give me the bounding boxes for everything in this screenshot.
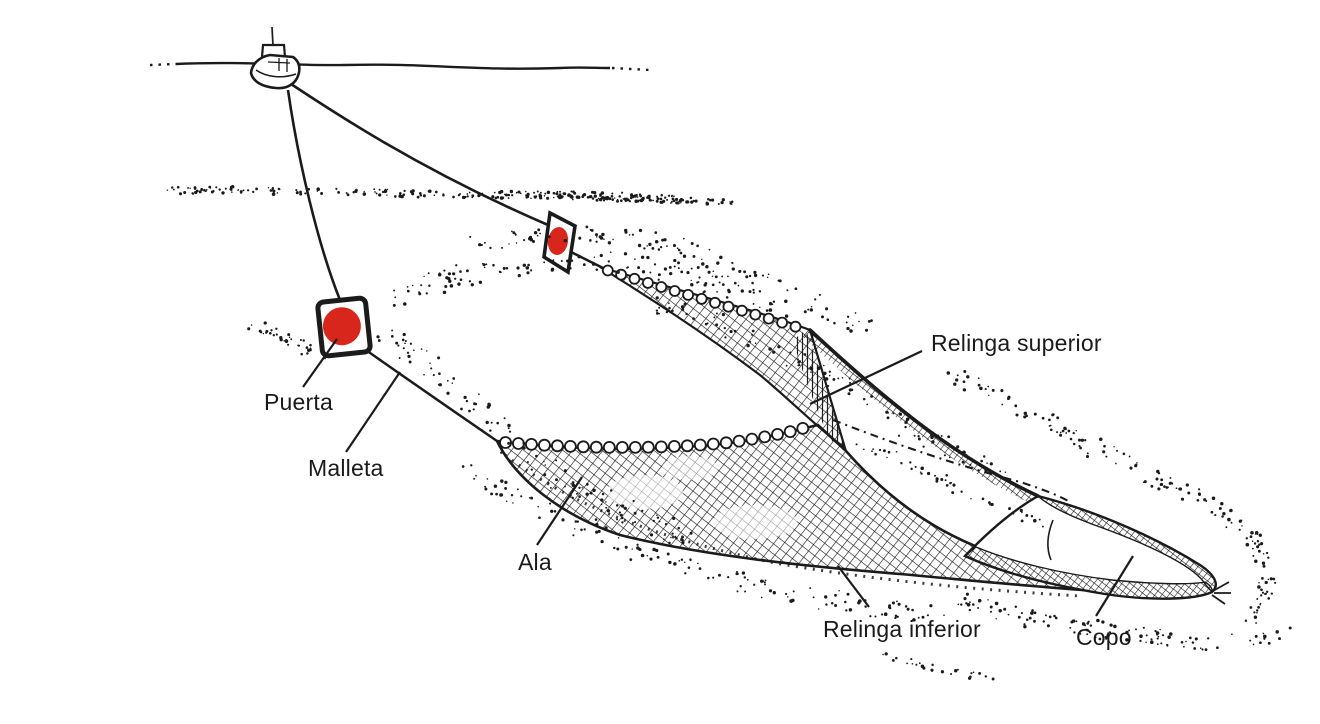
starboard-warp-line xyxy=(284,78,549,227)
footrope-bobbin-chain xyxy=(499,421,810,454)
sediment-stipple-clouds xyxy=(247,225,1292,681)
leader-copo xyxy=(1095,555,1134,617)
label-malleta: Malleta xyxy=(308,455,384,481)
far-door-red-marker xyxy=(547,227,569,255)
mouth-dashed-bridle xyxy=(832,419,1071,503)
port-warp-line xyxy=(286,89,342,301)
mouth-throat-hatch xyxy=(793,330,845,448)
sea-surface-line xyxy=(149,61,651,72)
footrope-fringe xyxy=(504,453,1081,598)
trawler-boat-icon xyxy=(249,26,301,90)
near-otter-board xyxy=(315,295,373,359)
far-otter-board xyxy=(542,210,577,275)
headrope-curve xyxy=(803,328,1040,503)
codend-tip-ties xyxy=(1211,581,1231,605)
label-puerta: Puerta xyxy=(264,389,333,415)
warp-lines xyxy=(284,78,549,301)
sweep-lines xyxy=(362,246,604,443)
leader-puerta xyxy=(302,338,338,388)
label-ala: Ala xyxy=(518,549,552,575)
headrope-float-chain xyxy=(601,264,802,333)
label-copo: Copo xyxy=(1076,624,1132,650)
label-relinga-inferior: Relinga inferior xyxy=(823,616,981,642)
leader-relinga-inferior xyxy=(837,565,870,608)
leader-relinga-superior xyxy=(809,350,923,405)
codend-joining-round xyxy=(1047,519,1054,561)
near-door-red-marker xyxy=(322,307,361,346)
leader-lines xyxy=(302,338,1134,617)
leader-malleta xyxy=(345,371,401,453)
leader-ala xyxy=(536,476,583,546)
malleta-sweep-line xyxy=(362,346,498,443)
midwater-stipple-band xyxy=(166,185,734,206)
label-relinga-superior: Relinga superior xyxy=(931,330,1102,356)
net-upper-wing xyxy=(599,265,847,451)
codend xyxy=(962,494,1231,605)
